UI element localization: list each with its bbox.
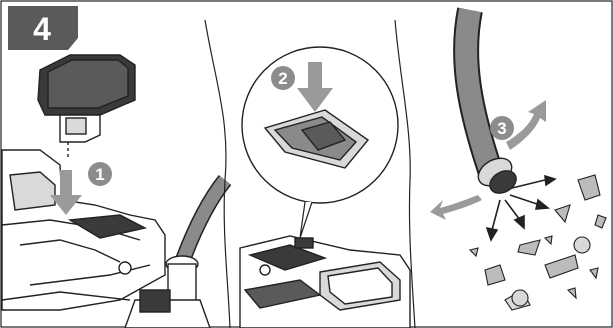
step-badge: 4 xyxy=(8,6,78,50)
step-marker-2: 2 xyxy=(271,66,295,90)
step-marker-1-label: 1 xyxy=(95,165,104,184)
step-marker-1: 1 xyxy=(88,162,112,186)
step-marker-2-label: 2 xyxy=(278,69,287,88)
step-marker-3-label: 3 xyxy=(497,119,506,138)
step-number: 4 xyxy=(33,11,51,47)
step-marker-3: 3 xyxy=(490,116,514,140)
